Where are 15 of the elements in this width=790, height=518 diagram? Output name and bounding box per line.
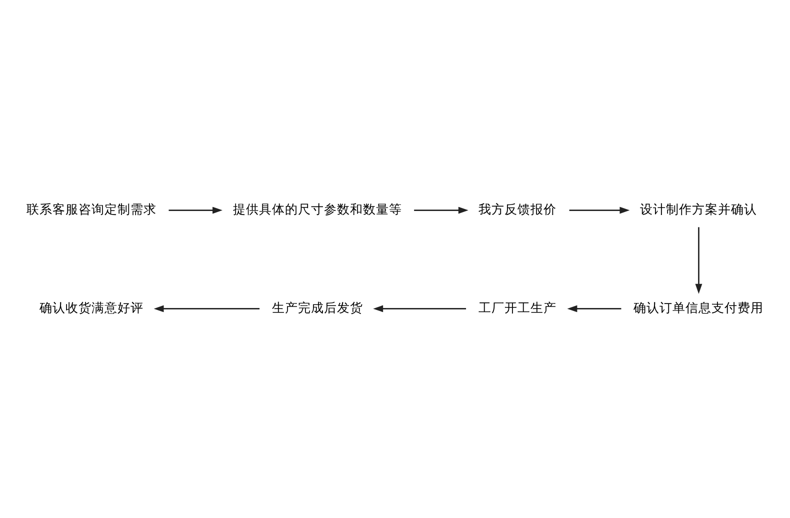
node-text: 生产完成后发货 [272, 300, 363, 315]
arrow [567, 304, 622, 312]
arrow [154, 304, 260, 312]
node-text: 我方反馈报价 [478, 201, 557, 216]
arrow [168, 206, 222, 214]
arrow [373, 304, 466, 312]
arrow [414, 206, 468, 214]
node-text: 联系客服咨询定制需求 [26, 201, 156, 216]
node-text: 确认订单信息支付费用 [634, 300, 764, 315]
node-text: 设计制作方案并确认 [640, 201, 758, 216]
node-text: 确认收货满意好评 [39, 300, 144, 315]
node-text: 工厂开工生产 [478, 300, 557, 315]
arrow [695, 226, 702, 294]
arrow [569, 206, 630, 214]
node-text: 提供具体的尺寸参数和数量等 [232, 201, 402, 216]
